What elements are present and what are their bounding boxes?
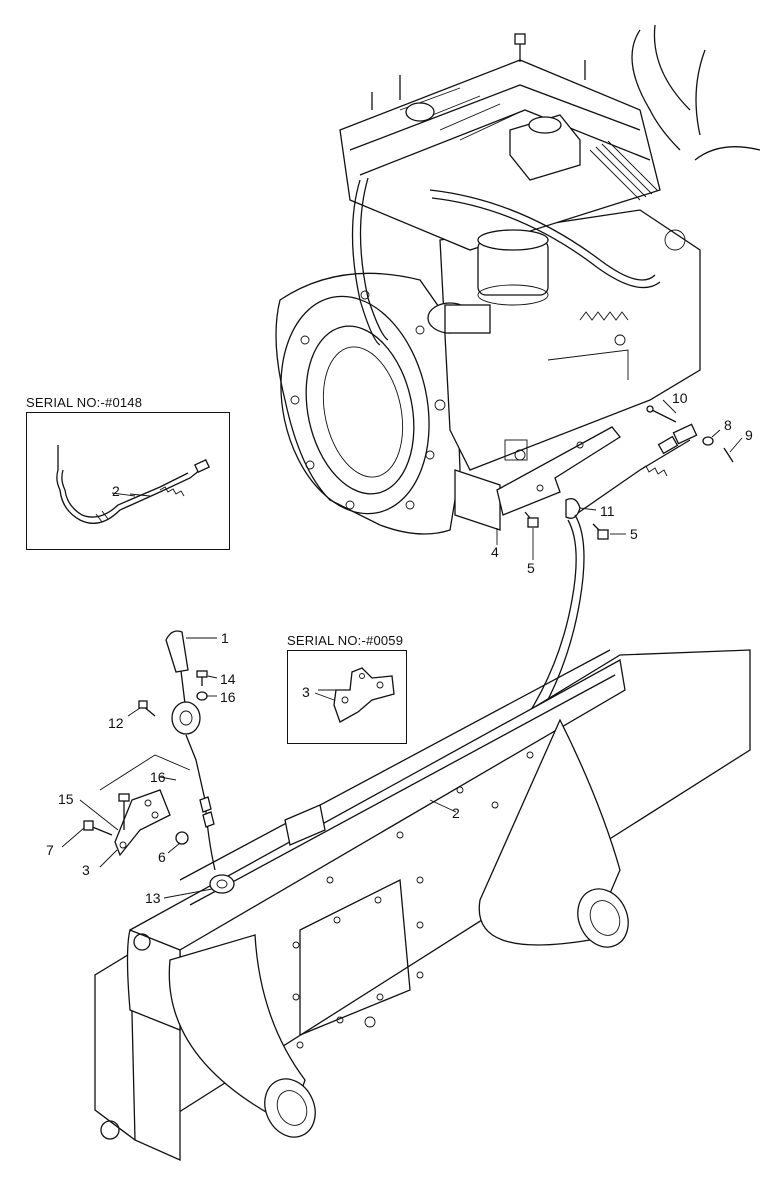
callout-5-left: 5 — [527, 560, 535, 576]
callout-16-lever: 16 — [220, 689, 236, 705]
callout-10: 10 — [672, 390, 688, 406]
callout-4: 4 — [491, 544, 499, 560]
inset-serial-0148-art — [56, 445, 210, 524]
callout-14: 14 — [220, 671, 236, 687]
callout-1: 1 — [221, 630, 229, 646]
inset-serial-0059-frame — [287, 650, 407, 744]
inset-0059-callout-3: 3 — [302, 684, 310, 700]
callout-13: 13 — [145, 890, 161, 906]
callout-15: 15 — [58, 791, 74, 807]
callout-5-right: 5 — [630, 526, 638, 542]
inset-0148-callout-2: 2 — [112, 483, 120, 499]
callout-12: 12 — [108, 715, 124, 731]
leader-lines — [61, 399, 743, 899]
callout-9: 9 — [745, 427, 753, 443]
callout-11: 11 — [600, 503, 615, 519]
callout-8: 8 — [724, 417, 732, 433]
callout-2-main: 2 — [452, 805, 460, 821]
chassis-frame — [94, 649, 751, 1162]
callout-labels: 1 14 16 12 16 15 7 3 6 13 2 4 5 5 11 10 … — [46, 390, 753, 906]
inset-serial-0059-title: SERIAL NO:-#0059 — [287, 633, 404, 648]
engine-linkage — [496, 405, 734, 540]
engine-assembly — [275, 24, 761, 535]
throttle-lever-assembly — [138, 630, 235, 894]
callout-3: 3 — [82, 862, 90, 878]
callout-6: 6 — [158, 849, 166, 865]
lever-mount-bracket — [83, 754, 191, 857]
inset-serial-0148-title: SERIAL NO:-#0148 — [26, 395, 143, 410]
inset-serial-0059-art — [318, 667, 395, 723]
inset-serial-0148-frame — [26, 412, 230, 550]
callout-7: 7 — [46, 842, 54, 858]
callout-16-bracket: 16 — [150, 769, 166, 785]
